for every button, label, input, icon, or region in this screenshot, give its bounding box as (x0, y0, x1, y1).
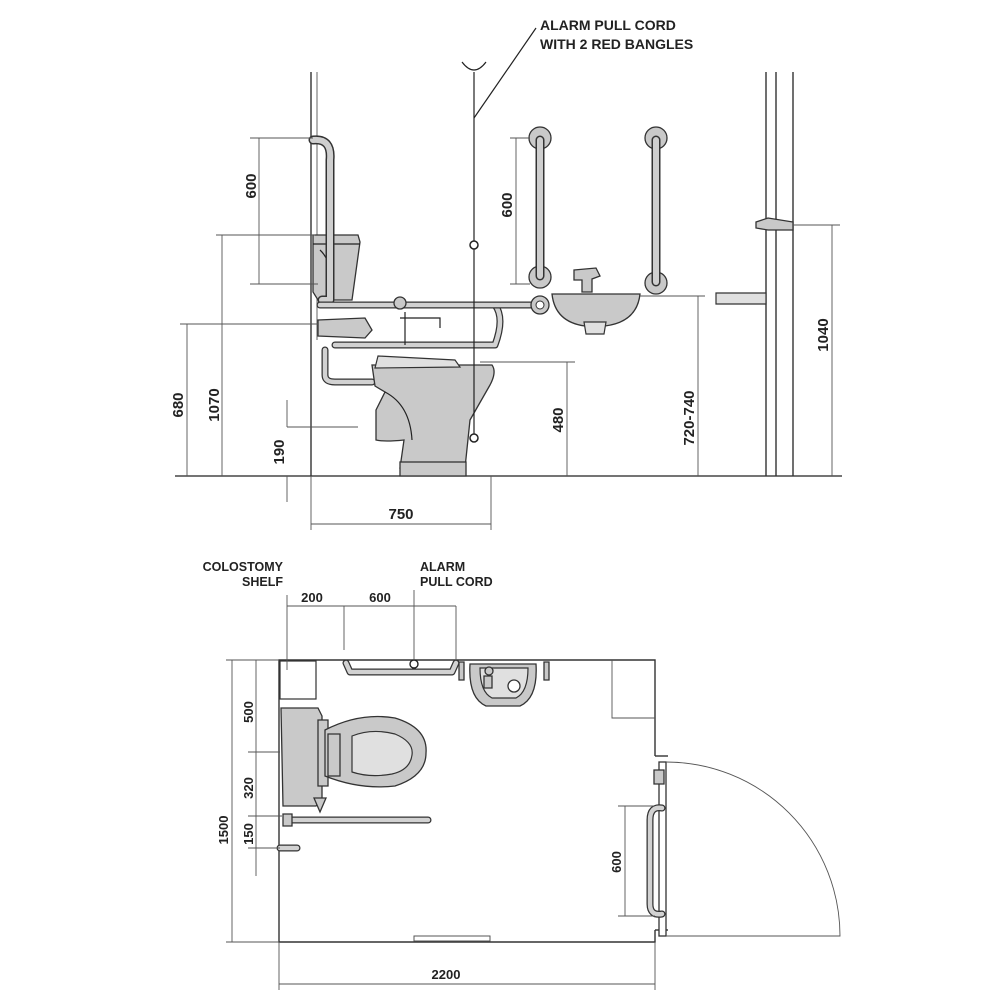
dim-1040: 1040 (793, 224, 840, 476)
wc-seat-plan (351, 730, 413, 777)
colostomy-shelf-label-line2: SHELF (242, 575, 283, 589)
plan-view: COLOSTOMY SHELF ALARM PULL CORD 200 600 … (203, 560, 841, 990)
alarm-pull-cord-plan (409, 659, 419, 669)
dim-720-740: 720-740 (640, 295, 705, 476)
dim-600-basin-rail: 600 (499, 137, 530, 285)
svg-text:1070: 1070 (206, 388, 223, 421)
svg-text:150: 150 (241, 823, 256, 845)
door-grab-rail (646, 804, 666, 918)
svg-text:680: 680 (170, 392, 187, 417)
alarm-bangle-lower (469, 433, 479, 443)
dim-2200: 2200 (278, 942, 656, 990)
alarm-bangle-upper (469, 240, 479, 250)
dim-600-left-rail: 600 (243, 137, 318, 285)
wc-seat (374, 355, 462, 369)
cistern-plan (280, 707, 323, 807)
dim-680: 680 (170, 323, 318, 476)
svg-text:200: 200 (301, 590, 323, 605)
alarm-callout-line2: WITH 2 RED BANGLES (540, 36, 693, 52)
door-swing-arc (665, 761, 841, 937)
svg-text:190: 190 (271, 439, 288, 464)
dim-480: 480 (480, 361, 575, 476)
dim-200: 200 (287, 590, 345, 650)
basin-tap (573, 267, 601, 293)
alarm-pull-cord (461, 61, 487, 71)
basin-grab-rail-left (528, 126, 552, 289)
svg-text:1500: 1500 (216, 816, 231, 845)
colostomy-shelf (279, 660, 317, 700)
hand-dryer (715, 292, 767, 305)
dim-320: 320 (241, 752, 282, 817)
back-wall-grab-rail (342, 659, 460, 676)
svg-text:600: 600 (499, 192, 516, 217)
svg-text:1040: 1040 (815, 318, 832, 351)
alarm-pull-cord-label-line2: PULL CORD (420, 575, 493, 589)
svg-text:480: 480 (550, 407, 567, 432)
basin-grab-rail-right (644, 126, 668, 295)
dim-150: 150 (241, 816, 280, 876)
dim-1500: 1500 (216, 659, 279, 943)
svg-text:600: 600 (243, 173, 260, 198)
dim-190: 190 (271, 400, 358, 502)
basin-plan (458, 661, 550, 707)
alarm-callout-line1: ALARM PULL CORD (540, 17, 676, 33)
colostomy-shelf-label-line1: COLOSTOMY (203, 560, 284, 574)
door-leaf (658, 761, 667, 937)
svg-text:320: 320 (241, 777, 256, 799)
svg-text:720-740: 720-740 (681, 390, 698, 445)
svg-text:600: 600 (369, 590, 391, 605)
toilet-roll-holder (400, 317, 441, 328)
alarm-pull-cord-label-line1: ALARM (420, 560, 465, 574)
svg-text:500: 500 (241, 701, 256, 723)
door-pull-handle (653, 769, 665, 785)
flush-handle (317, 317, 373, 339)
dim-600-top: 600 (344, 590, 457, 660)
corner-boxing (611, 660, 655, 719)
drop-down-rail-plan (282, 813, 432, 827)
wc-base (399, 461, 467, 477)
floor-threshold (413, 935, 491, 942)
dim-1070: 1070 (206, 234, 315, 476)
dim-500: 500 (241, 659, 280, 753)
svg-text:750: 750 (388, 506, 413, 523)
cistern (312, 234, 361, 301)
dim-600-door-rail: 600 (609, 805, 655, 917)
svg-text:600: 600 (609, 851, 624, 873)
dim-750: 750 (310, 476, 492, 530)
elevation-view: ALARM PULL CORD WITH 2 RED BANGLES 600 (170, 17, 842, 530)
svg-text:2200: 2200 (432, 967, 461, 982)
basin (551, 293, 641, 327)
room-walls (278, 659, 656, 943)
wc-pan (371, 364, 495, 469)
door-handle (755, 217, 794, 231)
